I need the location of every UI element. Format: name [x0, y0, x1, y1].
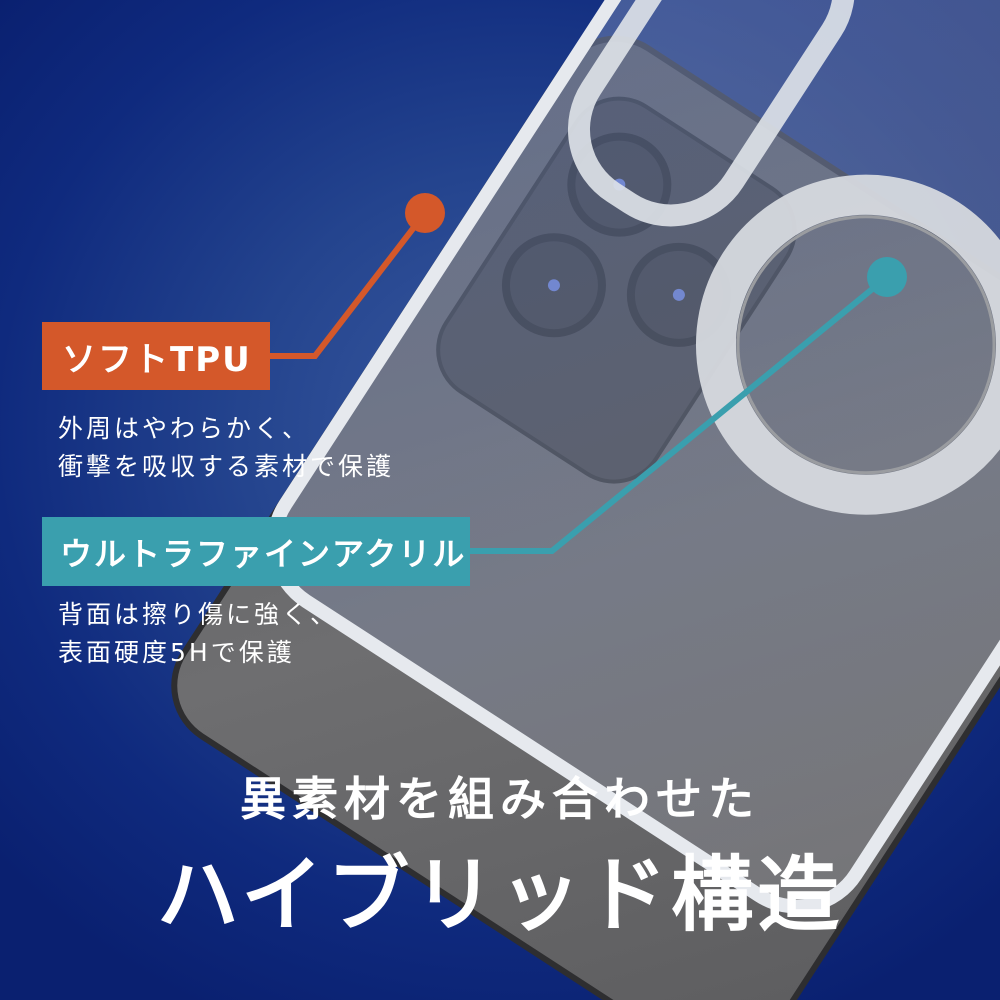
soft-tpu-label: ソフトTPU [42, 322, 270, 390]
clear-case [267, 0, 1000, 914]
headline-subtitle: 異素材を組み合わせた [240, 772, 760, 826]
description-line: 背面は擦り傷に強く、 [58, 600, 339, 629]
headline-title: ハイブリッド構造 [156, 848, 844, 943]
soft-tpu-description: 外周はやわらかく、 衝撃を吸収する素材で保護 [58, 410, 394, 486]
description-line: 表面硬度5Hで保護 [58, 638, 295, 667]
ultra-fine-acrylic-label: ウルトラファインアクリル [42, 517, 470, 586]
orange-callout-line [268, 211, 428, 359]
teal-callout-dot [867, 257, 907, 297]
teal-callout-line [468, 274, 889, 554]
description-line: 外周はやわらかく、 [58, 414, 311, 443]
acrylic-description: 背面は擦り傷に強く、 表面硬度5Hで保護 [58, 596, 338, 672]
description-line: 衝撃を吸収する素材で保護 [58, 452, 395, 481]
orange-callout-dot [405, 193, 445, 233]
